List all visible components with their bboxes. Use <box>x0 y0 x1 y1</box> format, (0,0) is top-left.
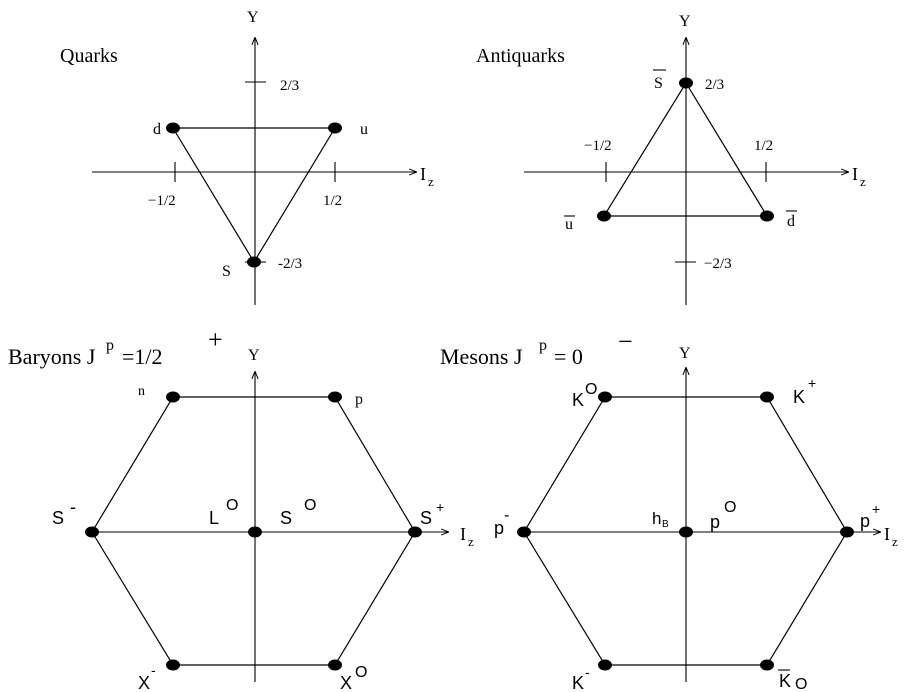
antiquark-d-bar-label: d <box>787 213 795 230</box>
meson-k-plus-dot <box>760 391 774 403</box>
baryon-sigma-plus-sup: + <box>436 499 444 515</box>
quark-u-dot <box>328 122 342 134</box>
mesons-x-label-sub: z <box>892 534 898 549</box>
baryons-title: Baryons J <box>8 344 96 369</box>
meson-k-bar-zero-sup: O <box>795 676 807 692</box>
quark-s-label: S <box>222 263 231 280</box>
antiquarks-panel: Antiquarks Y I z 2/3 −2/3 −1/2 1/2 S u d <box>476 13 866 305</box>
quarks-tick-x-right-label: 1/2 <box>323 193 342 209</box>
baryon-sigma-minus-dot <box>85 526 99 538</box>
meson-k-zero-sup: O <box>585 381 597 398</box>
baryons-y-label: Y <box>248 347 260 364</box>
meson-k-bar-zero-dot <box>760 659 774 671</box>
mesons-title-sup-parity: − <box>618 327 633 356</box>
meson-pi-plus-dot <box>840 526 854 538</box>
baryon-xi-minus-sup: - <box>151 662 156 678</box>
quark-s-dot <box>247 256 261 268</box>
baryon-sigma-zero-sup: O <box>304 497 316 514</box>
baryon-sigma-minus-label: S <box>52 508 64 528</box>
baryon-sigma-zero-label: S <box>280 508 292 528</box>
quarks-triangle <box>171 127 337 264</box>
quarks-y-label: Y <box>247 9 259 26</box>
meson-pi-plus-sup: + <box>872 501 880 517</box>
baryon-sigma-minus-sup: - <box>70 497 76 517</box>
baryon-xi-zero-dot <box>328 659 342 671</box>
meson-k-minus-sup: - <box>585 664 590 680</box>
quarks-tick-y-bottom-label: -2/3 <box>278 256 302 272</box>
quarks-panel: Quarks Y I z 2/3 -2/3 −1/2 1/2 d u S <box>60 9 434 305</box>
quarks-title: Quarks <box>60 45 118 67</box>
antiquarks-tick-x-right-label: 1/2 <box>754 138 773 154</box>
antiquarks-tick-x-left-label: −1/2 <box>584 138 612 154</box>
meson-pi-minus-sup: - <box>504 507 509 524</box>
meson-eta-label: h <box>652 509 661 528</box>
baryon-n-dot <box>166 391 180 403</box>
mesons-x-label: I <box>884 524 890 544</box>
meson-eta-sub: B <box>662 519 669 530</box>
mesons-panel: Mesons J p = 0 − Y I z K O K + p - h B p… <box>440 327 898 692</box>
baryons-panel: Baryons J p =1/2 + Y I z n p S - L O S O… <box>8 325 474 692</box>
antiquarks-y-label: Y <box>679 13 691 30</box>
antiquark-u-bar-dot <box>597 210 611 222</box>
meson-k-bar-zero-label: K <box>779 671 791 691</box>
baryon-lambda-label: L <box>209 508 219 528</box>
quarks-tick-x-left-label: −1/2 <box>148 193 176 209</box>
antiquark-s-bar-label: S <box>654 75 663 92</box>
meson-k-zero-dot <box>598 391 612 403</box>
meson-k-plus-label: K <box>793 387 805 407</box>
baryon-xi-minus-dot <box>166 659 180 671</box>
mesons-title-sup-p: p <box>539 337 547 354</box>
baryon-lambda-sup: O <box>226 497 238 514</box>
meson-pi-minus-label: p <box>494 518 504 538</box>
antiquarks-title: Antiquarks <box>476 45 565 67</box>
quarks-x-label-sub: z <box>428 174 434 189</box>
quark-d-dot <box>166 122 180 134</box>
antiquarks-triangle <box>602 81 769 217</box>
meson-pi-plus-label: p <box>860 511 870 531</box>
antiquarks-x-label-sub: z <box>860 174 866 189</box>
meson-k-zero-label: K <box>572 390 584 410</box>
baryons-title-value: =1/2 <box>122 344 163 369</box>
baryon-sigma-plus-dot <box>408 526 422 538</box>
baryon-n-label: n <box>138 384 145 399</box>
baryon-sigma-plus-label: S <box>420 508 432 528</box>
baryon-p-dot <box>328 391 342 403</box>
baryon-p-label: p <box>355 391 363 408</box>
quark-d-label: d <box>153 121 161 138</box>
quarks-tick-y-top-label: 2/3 <box>280 78 299 94</box>
meson-k-minus-label: K <box>572 673 584 692</box>
antiquark-s-bar-dot <box>679 77 693 89</box>
baryon-xi-zero-label: X <box>340 673 352 692</box>
meson-pi-zero-label: p <box>710 512 720 532</box>
baryon-xi-zero-sup: O <box>355 664 367 681</box>
antiquarks-tick-y-top-label: 2/3 <box>705 77 724 93</box>
baryon-xi-minus-label: X <box>138 673 150 692</box>
antiquark-d-bar-dot <box>760 210 774 222</box>
baryon-lambda-sigma-zero-dot <box>248 526 262 538</box>
antiquark-u-bar-label: u <box>565 216 573 233</box>
mesons-title-value: = 0 <box>554 344 583 369</box>
meson-k-plus-sup: + <box>808 375 816 391</box>
baryons-title-sup-parity: + <box>208 325 223 354</box>
meson-k-minus-dot <box>598 659 612 671</box>
baryons-title-sup-p: p <box>106 337 114 354</box>
mesons-y-label: Y <box>679 345 691 362</box>
quark-u-label: u <box>360 121 368 138</box>
antiquarks-x-label: I <box>852 164 858 184</box>
quarks-x-label: I <box>420 164 426 184</box>
meson-pi-minus-dot <box>517 526 531 538</box>
baryons-x-label-sub: z <box>468 534 474 549</box>
mesons-title: Mesons J <box>440 344 523 369</box>
meson-eta-pi-zero-dot <box>679 526 693 538</box>
meson-pi-zero-sup: O <box>724 499 736 516</box>
baryons-x-label: I <box>460 524 466 544</box>
antiquarks-tick-y-bottom-label: −2/3 <box>704 256 732 272</box>
